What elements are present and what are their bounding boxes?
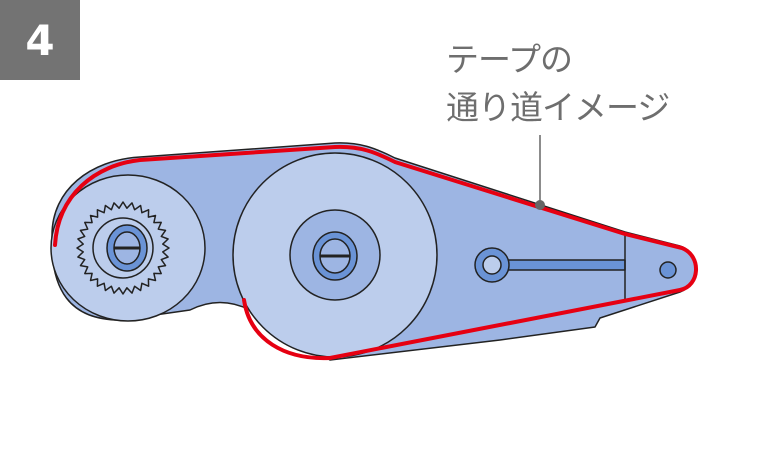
callout-leader-dot bbox=[535, 200, 545, 210]
tape-path-line bbox=[53, 144, 698, 361]
step-number-badge: 4 bbox=[0, 0, 80, 80]
callout-label-line1: テープの bbox=[446, 40, 573, 79]
tip-roller bbox=[659, 261, 677, 279]
arm-slot bbox=[504, 259, 626, 271]
callout-label-line2: 通り道イメージ bbox=[446, 88, 670, 127]
take-up-reel-inner-ring bbox=[92, 217, 154, 279]
gear-teeth bbox=[76, 201, 170, 295]
